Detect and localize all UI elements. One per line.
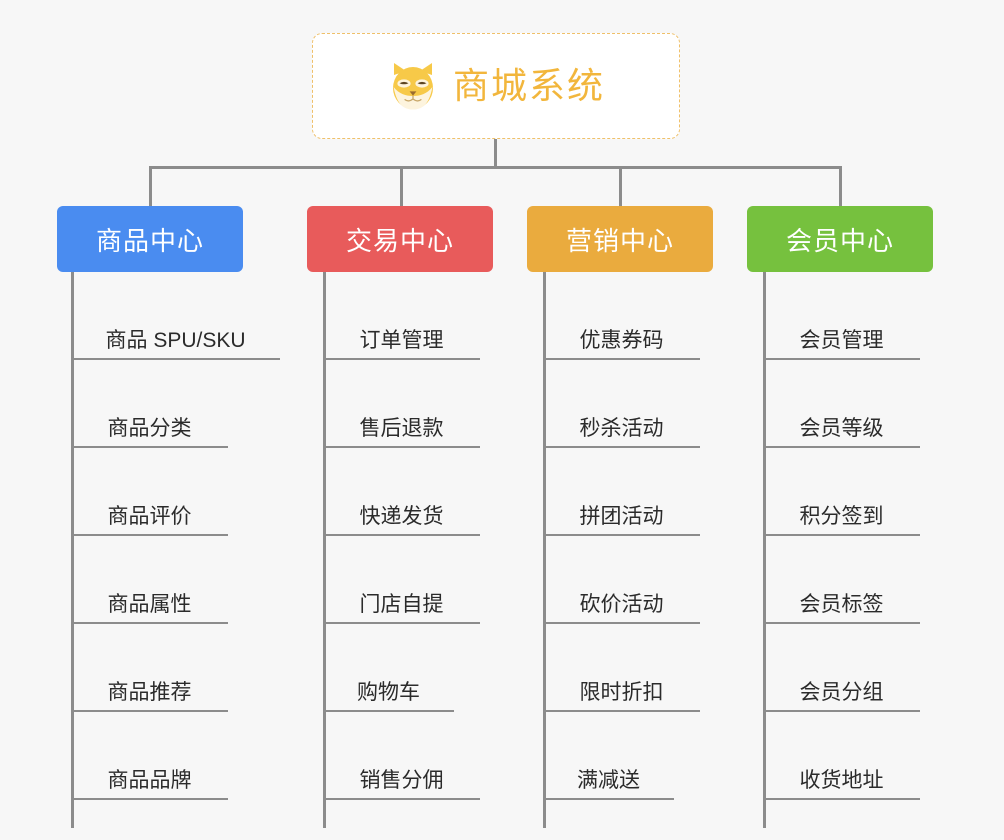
category-header-3-label: 营销中心 <box>565 225 674 256</box>
leaf-item-2-6[interactable]: 销售分佣 <box>323 712 480 800</box>
leaf-label: 商品品牌 <box>107 768 192 792</box>
connector-drop-2 <box>400 166 403 206</box>
branch-trunk-2 <box>323 272 326 828</box>
category-header-2-label: 交易中心 <box>345 225 454 256</box>
leaf-label: 会员标签 <box>799 592 884 616</box>
leaf-item-1-2[interactable]: 商品分类 <box>71 360 228 448</box>
leaf-item-3-2[interactable]: 秒杀活动 <box>543 360 700 448</box>
root-node-商城系统[interactable]: 商城系统 <box>312 33 680 139</box>
leaf-label: 售后退款 <box>359 416 444 440</box>
leaf-label: 会员等级 <box>799 416 884 440</box>
connector-drop-1 <box>149 166 152 206</box>
leaf-label: 商品评价 <box>107 504 192 528</box>
branch-trunk-1 <box>71 272 74 828</box>
leaf-label: 满减送 <box>577 768 640 792</box>
leaf-label: 砍价活动 <box>579 592 664 616</box>
leaf-item-3-5[interactable]: 限时折扣 <box>543 624 700 712</box>
leaf-item-1-1[interactable]: 商品 SPU/SKU <box>71 272 280 360</box>
leaf-label: 商品属性 <box>107 592 192 616</box>
leaf-item-2-3[interactable]: 快递发货 <box>323 448 480 536</box>
leaf-item-2-2[interactable]: 售后退款 <box>323 360 480 448</box>
leaf-item-4-1[interactable]: 会员管理 <box>763 272 920 360</box>
leaf-item-2-5[interactable]: 购物车 <box>323 624 454 712</box>
category-header-4[interactable]: 会员中心 <box>747 206 933 272</box>
leaf-item-2-1[interactable]: 订单管理 <box>323 272 480 360</box>
leaf-item-4-4[interactable]: 会员标签 <box>763 536 920 624</box>
leaf-item-1-3[interactable]: 商品评价 <box>71 448 228 536</box>
leaf-item-4-3[interactable]: 积分签到 <box>763 448 920 536</box>
leaf-item-3-4[interactable]: 砍价活动 <box>543 536 700 624</box>
leaf-item-3-6[interactable]: 满减送 <box>543 712 674 800</box>
leaf-label: 订单管理 <box>359 328 444 352</box>
leaf-label: 限时折扣 <box>579 680 664 704</box>
leaf-label: 商品推荐 <box>107 680 192 704</box>
leaf-item-3-1[interactable]: 优惠券码 <box>543 272 700 360</box>
category-header-2[interactable]: 交易中心 <box>307 206 493 272</box>
leaf-item-4-2[interactable]: 会员等级 <box>763 360 920 448</box>
leaf-item-1-6[interactable]: 商品品牌 <box>71 712 228 800</box>
category-header-4-label: 会员中心 <box>785 225 894 256</box>
leaf-label: 拼团活动 <box>579 504 664 528</box>
root-node-title: 商城系统 <box>452 65 605 106</box>
leaf-label: 商品 SPU/SKU <box>105 328 246 352</box>
leaf-label: 会员分组 <box>799 680 884 704</box>
connector-root-stem <box>494 139 497 168</box>
leaf-item-4-6[interactable]: 收货地址 <box>763 712 920 800</box>
leaf-label: 销售分佣 <box>359 768 444 792</box>
leaf-label: 优惠券码 <box>579 328 664 352</box>
leaf-label: 会员管理 <box>799 328 884 352</box>
leaf-label: 购物车 <box>357 680 420 704</box>
leaf-item-2-4[interactable]: 门店自提 <box>323 536 480 624</box>
connector-drop-3 <box>619 166 622 206</box>
leaf-label: 收货地址 <box>799 768 884 792</box>
connector-horizontal-bus <box>149 166 842 169</box>
branch-trunk-3 <box>543 272 546 828</box>
category-header-1[interactable]: 商品中心 <box>57 206 243 272</box>
leaf-label: 商品分类 <box>107 416 192 440</box>
connector-drop-4 <box>839 166 842 206</box>
leaf-label: 门店自提 <box>359 592 444 616</box>
shiba-dog-icon <box>387 61 439 111</box>
leaf-label: 秒杀活动 <box>579 416 664 440</box>
leaf-label: 快递发货 <box>359 504 444 528</box>
leaf-item-1-5[interactable]: 商品推荐 <box>71 624 228 712</box>
branch-trunk-4 <box>763 272 766 828</box>
leaf-item-3-3[interactable]: 拼团活动 <box>543 448 700 536</box>
category-header-1-label: 商品中心 <box>95 225 204 256</box>
category-header-3[interactable]: 营销中心 <box>527 206 713 272</box>
leaf-label: 积分签到 <box>799 504 884 528</box>
leaf-item-4-5[interactable]: 会员分组 <box>763 624 920 712</box>
leaf-item-1-4[interactable]: 商品属性 <box>71 536 228 624</box>
